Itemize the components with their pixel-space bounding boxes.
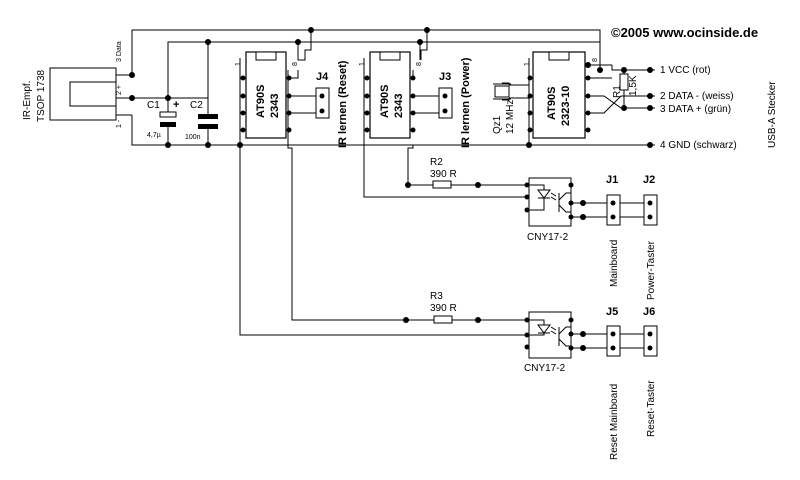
- usb-title: USB-A Stecker: [767, 81, 778, 148]
- jumper-j3: J3 IR lernen (Power): [438, 57, 472, 148]
- jumper-j5: J5 Reset Mainboard: [606, 306, 621, 460]
- j3-label: IR lernen (Power): [460, 57, 472, 148]
- c2-name: C2: [190, 100, 203, 111]
- j3-name: J3: [439, 71, 451, 83]
- junction-dots: [129, 27, 653, 351]
- ir-receiver-label: IR-Empf.: [22, 81, 33, 120]
- quartz-qz1: Qz1 12 MHz: [492, 83, 516, 134]
- qz1-name: Qz1: [492, 115, 503, 134]
- ir-receiver: IR-Empf. TSOP 1738 3 Data 2 + 1 -: [22, 41, 123, 128]
- r1-name: R1: [612, 85, 623, 98]
- resistor-r1: R1 1,5K: [612, 73, 639, 98]
- opto1-name: CNY17-2: [527, 232, 569, 243]
- jumper-j1: J1 Mainboard: [606, 174, 621, 287]
- ir-pin3-label: 3 Data: [116, 41, 123, 62]
- optocoupler-1: CNY17-2: [527, 177, 572, 243]
- chip1-line1: AT90S: [255, 85, 267, 118]
- j1-label: Mainboard: [609, 240, 620, 287]
- usb-pin-3: 3 DATA + (grün): [660, 104, 731, 115]
- chip1-line2: 2343: [269, 94, 281, 118]
- j4-name: J4: [316, 71, 329, 83]
- j5-name: J5: [606, 306, 618, 318]
- jumper-j2: J2 Power-Taster: [643, 174, 658, 300]
- r3-value: 390 R: [430, 303, 457, 314]
- usb-connector: 1 VCC (rot) 2 DATA - (weiss) 3 DATA + (g…: [660, 65, 778, 151]
- ir-receiver-type: TSOP 1738: [36, 69, 47, 122]
- chip1-pin8: 8: [292, 62, 299, 66]
- j2-name: J2: [643, 174, 655, 186]
- usb-pin-1: 1 VCC (rot): [660, 65, 711, 76]
- j4-label: IR lernen (Reset): [337, 60, 349, 148]
- r3-name: R3: [430, 291, 443, 302]
- j6-name: J6: [643, 306, 655, 318]
- c1-value: 4,7µ: [147, 132, 161, 139]
- r1-value: 1,5K: [628, 75, 639, 96]
- copyright-text: ©2005 www.ocinside.de: [611, 25, 758, 40]
- jumper-j4: J4 IR lernen (Reset): [315, 60, 349, 148]
- capacitor-c2: C2 100n: [185, 100, 218, 141]
- qz1-value: 12 MHz: [505, 100, 516, 134]
- resistor-r3: R3 390 R: [406, 291, 527, 324]
- opto2-name: CNY17-2: [524, 363, 566, 374]
- chip-at90s2323: AT90S 2323-10 1 8: [524, 51, 599, 139]
- j2-label: Power-Taster: [646, 240, 657, 300]
- chip3-pin8: 8: [592, 58, 599, 62]
- j5-label: Reset Mainboard: [609, 384, 620, 460]
- chip2-line2: 2343: [393, 94, 405, 118]
- chip2-line1: AT90S: [379, 85, 391, 118]
- pin-dots: [240, 75, 653, 351]
- ir-pin2-label: 2 +: [116, 85, 123, 95]
- jumper-j6: J6 Reset-Taster: [643, 306, 658, 437]
- c2-value: 100n: [185, 134, 201, 141]
- j6-label: Reset-Taster: [646, 380, 657, 437]
- chip1-pin1: 1: [235, 62, 242, 66]
- capacitor-c1: C1 + 4,7µ: [147, 99, 179, 139]
- chip-at90s2343-power: AT90S 2343 1 8: [359, 51, 423, 139]
- j1-name: J1: [606, 174, 618, 186]
- resistor-r2: R2 390 R: [408, 157, 527, 189]
- chip-at90s2343-reset: AT90S 2343 1 8: [235, 51, 299, 139]
- chip3-pin1: 1: [524, 62, 531, 66]
- optocoupler-2: CNY17-2: [524, 311, 572, 374]
- usb-pin-4: 4 GND (schwarz): [660, 140, 737, 151]
- chip2-pin8: 8: [416, 62, 423, 66]
- chip2-pin1: 1: [359, 62, 366, 66]
- ir-pin1-label: 1 -: [116, 119, 123, 128]
- c1-name: C1: [147, 100, 160, 111]
- c1-plus: +: [173, 99, 179, 111]
- r2-name: R2: [430, 157, 443, 168]
- usb-pin-2: 2 DATA - (weiss): [660, 91, 734, 102]
- r2-value: 390 R: [430, 169, 457, 180]
- chip3-line1: AT90S: [546, 87, 558, 120]
- chip3-line2: 2323-10: [560, 86, 572, 126]
